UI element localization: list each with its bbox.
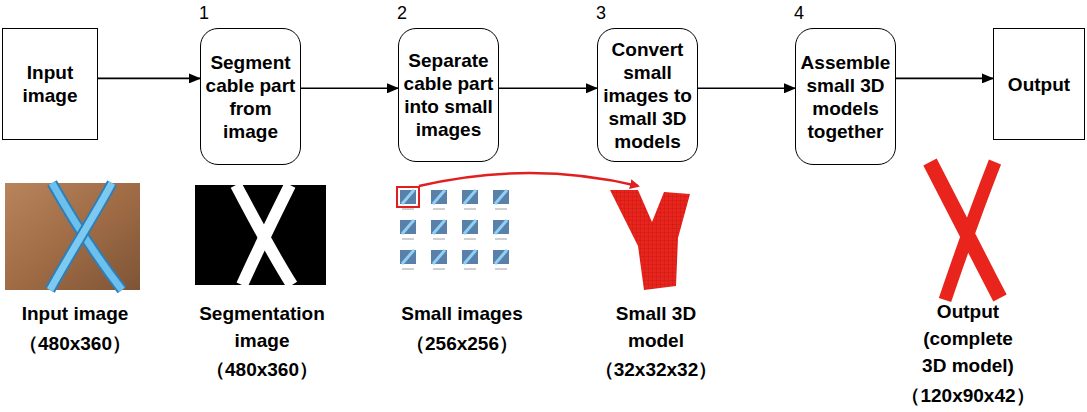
pointer-arrow	[419, 173, 638, 186]
box-text-group: Output	[1008, 73, 1070, 96]
step-number: 1	[194, 0, 214, 27]
step-number: 4	[789, 0, 809, 27]
caption-text: （256x256）	[387, 330, 537, 357]
flow-arrow	[698, 88, 795, 90]
box-text-group: Assemble small 3D models together	[799, 51, 892, 143]
io-box: Input image	[2, 28, 98, 140]
process-box: Separate cable part into small images	[398, 28, 499, 162]
flow-arrow	[301, 88, 398, 90]
caption-text: Small 3D model	[601, 300, 711, 354]
flow-arrow	[499, 88, 597, 90]
caption-text: Small images	[387, 300, 537, 327]
process-box: Assemble small 3D models together	[795, 28, 896, 165]
caption-text: （120x90x42）	[883, 382, 1053, 409]
caption-text: Output (complete 3D model)	[912, 298, 1024, 379]
caption-text: （32x32x32）	[581, 356, 731, 383]
process-box: Segment cable part from image	[200, 28, 301, 165]
box-label: Convert small images to small 3D models	[601, 38, 694, 153]
step-number: 2	[392, 0, 412, 27]
box-label: Assemble small 3D models together	[799, 51, 892, 143]
step-number: 3	[591, 0, 611, 27]
caption-text: Segmentation image	[187, 300, 337, 354]
flow-arrow	[896, 78, 993, 80]
output-3d-model	[930, 162, 1000, 300]
process-box: Convert small images to small 3D models	[597, 28, 698, 162]
box-label: Input image	[6, 61, 94, 107]
caption-text: （480x360）	[187, 356, 337, 383]
small-3d-model	[610, 190, 690, 290]
caption-text: Input image	[0, 300, 150, 327]
io-box: Output	[993, 28, 1085, 140]
box-text-group: Segment cable part from image	[204, 51, 297, 143]
flow-arrow	[98, 78, 200, 80]
box-text-group: Input image	[6, 61, 94, 107]
box-label: Output	[1008, 73, 1070, 96]
small-image-grid	[397, 187, 509, 269]
segmentation-image	[195, 185, 326, 285]
caption-text: （480x360）	[0, 330, 150, 357]
input-photo	[5, 183, 140, 290]
box-label: Segment cable part from image	[204, 51, 297, 143]
box-label: Separate cable part into small images	[402, 49, 495, 141]
box-text-group: Separate cable part into small images	[402, 49, 495, 141]
box-text-group: Convert small images to small 3D models	[601, 38, 694, 153]
